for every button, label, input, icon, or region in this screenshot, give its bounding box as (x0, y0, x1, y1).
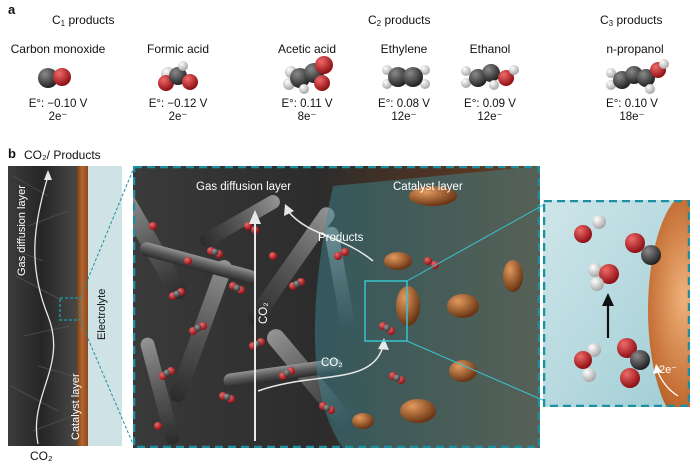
formic-acid-molecule-icon (158, 61, 198, 91)
right-electrons-label: 2e⁻ (659, 363, 677, 376)
panel-b-letter: b (8, 146, 16, 161)
eo-value: E°: 0.08 V (369, 98, 439, 111)
acetic-acid-molecule-icon (283, 56, 333, 94)
eo-ethylene: E°: 0.08 V 12e⁻ (369, 98, 439, 124)
eo-value: E°: −0.10 V (18, 98, 98, 111)
panel-a-letter: a (8, 2, 15, 17)
eo-value: E°: 0.09 V (455, 98, 525, 111)
ethylene-molecule-icon (382, 65, 430, 89)
product-name-acetic-acid: Acetic acid (272, 42, 342, 56)
electron-count: 12e⁻ (369, 111, 439, 124)
product-name-n-propanol: n-propanol (595, 42, 675, 56)
middle-gdl-label: Gas diffusion layer (196, 181, 291, 193)
electron-count: 8e⁻ (272, 111, 342, 124)
product-name-formic-acid: Formic acid (138, 42, 218, 56)
c3-sub: 3 (609, 19, 613, 28)
co2-products-top-label: CO₂/ Products (24, 148, 101, 162)
middle-co2-lower-label: CO₂ (321, 357, 343, 369)
c1-sub: 1 (61, 19, 65, 28)
co2-bottom-label: CO₂ (30, 449, 53, 463)
eo-value: E°: 0.11 V (272, 98, 342, 111)
electron-count: 18e⁻ (595, 111, 669, 124)
c1-prefix: C (52, 13, 61, 27)
n-propanol-molecule-icon (606, 59, 669, 94)
eo-formic-acid: E°: −0.12 V 2e⁻ (137, 98, 219, 124)
c1-suffix: products (68, 13, 114, 27)
c3-products-heading: C3 products (600, 13, 663, 28)
product-name-carbon-monoxide: Carbon monoxide (6, 42, 110, 56)
c2-products-heading: C2 products (368, 13, 431, 28)
c2-prefix: C (368, 13, 377, 27)
eo-value: E°: −0.12 V (137, 98, 219, 111)
c1-products-heading: C1 products (52, 13, 115, 28)
electron-count: 2e⁻ (18, 111, 98, 124)
co-molecule-icon (38, 68, 71, 88)
c3-suffix: products (616, 13, 662, 27)
zoom-connector-lines (60, 166, 140, 466)
c2-sub: 2 (377, 19, 381, 28)
eo-ethanol: E°: 0.09 V 12e⁻ (455, 98, 525, 124)
middle-co2-vertical-label: CO₂ (258, 302, 270, 324)
eo-carbon-monoxide: E°: −0.10 V 2e⁻ (18, 98, 98, 124)
product-name-ethanol: Ethanol (460, 42, 520, 56)
electron-count: 2e⁻ (137, 111, 219, 124)
left-strip-gdl-label: Gas diffusion layer (16, 185, 28, 276)
c3-prefix: C (600, 13, 609, 27)
eo-value: E°: 0.10 V (595, 98, 669, 111)
electron-count: 12e⁻ (455, 111, 525, 124)
molecules-row (0, 56, 700, 96)
eo-n-propanol: E°: 0.10 V 18e⁻ (595, 98, 669, 124)
ethanol-molecule-icon (461, 64, 519, 90)
product-name-ethylene: Ethylene (374, 42, 434, 56)
c2-suffix: products (384, 13, 430, 27)
middle-products-label: Products (318, 232, 363, 244)
eo-acetic-acid: E°: 0.11 V 8e⁻ (272, 98, 342, 124)
